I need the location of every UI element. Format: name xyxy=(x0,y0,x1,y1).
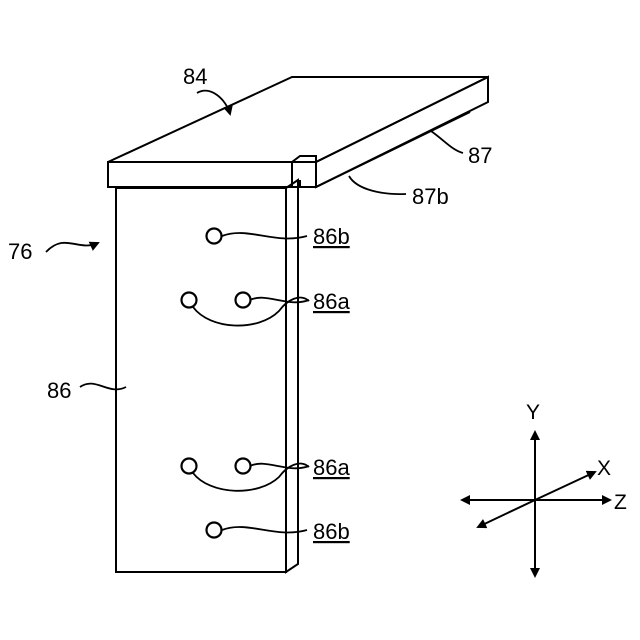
lower-pair-hole-right xyxy=(236,459,251,474)
x-axis-forward xyxy=(535,472,595,500)
leader-87b xyxy=(349,176,406,194)
leader-upper-86b xyxy=(222,233,307,238)
axis-label-z: Z xyxy=(614,491,627,514)
label-84: 84 xyxy=(183,64,207,89)
label-lower-86b: 86b xyxy=(313,519,350,544)
cover-top-face xyxy=(108,77,488,162)
lower-pair-hole-left xyxy=(182,459,197,474)
label-87b: 87b xyxy=(412,184,449,209)
label-lower-86a: 86a xyxy=(313,455,350,480)
plate-front-face xyxy=(116,188,286,572)
leader-84 xyxy=(197,91,230,114)
axis-label-x: X xyxy=(597,457,611,480)
label-upper-86a: 86a xyxy=(313,289,350,314)
upper-hole-86b xyxy=(207,229,222,244)
upper-pair-hole-right xyxy=(236,293,251,308)
cover-notch-face xyxy=(292,162,316,187)
cover-front-face xyxy=(108,162,292,187)
cover-side-face xyxy=(316,77,488,187)
leader-87 xyxy=(431,131,463,153)
label-87: 87 xyxy=(468,143,492,168)
label-upper-86b: 86b xyxy=(313,224,350,249)
x-axis-back xyxy=(478,500,535,527)
leader-lines xyxy=(46,91,463,533)
lower-hole-86b xyxy=(207,523,222,538)
upper-pair-hole-left xyxy=(182,293,197,308)
label-76: 76 xyxy=(8,239,32,264)
leader-76 xyxy=(46,243,98,252)
label-86: 86 xyxy=(47,378,71,403)
leader-lower-86b xyxy=(222,527,307,532)
axis-label-y: Y xyxy=(526,401,540,424)
coordinate-axes xyxy=(462,432,610,576)
leader-86 xyxy=(80,384,126,390)
